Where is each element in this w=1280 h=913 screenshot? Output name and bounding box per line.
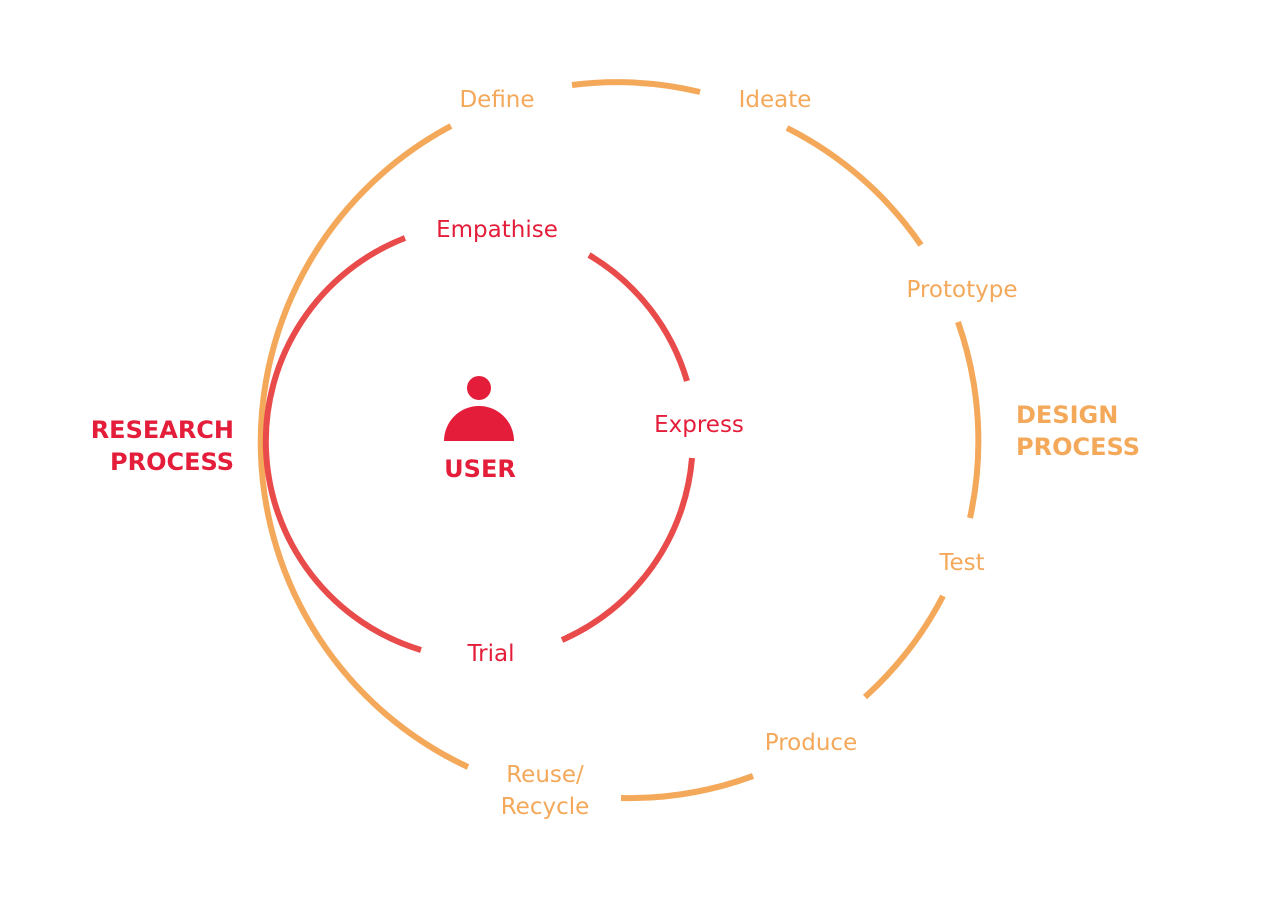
- stage-define-label: Define: [459, 87, 534, 113]
- stage-empathise-label: Empathise: [436, 217, 558, 243]
- stage-reuse-label: Reuse/: [506, 762, 584, 788]
- design-ring-arc-produce-reuse: [620, 773, 755, 802]
- design-ring-arc-test-produce: [862, 594, 946, 700]
- design-process-title: DESIGN PROCESS: [1016, 401, 1140, 461]
- design-ring-arc-reuse-define: [257, 123, 470, 770]
- design-ring-arc-prototype-test: [955, 321, 982, 519]
- research-ring-arc-empathise-express: [587, 252, 690, 382]
- research-ring-arc-trial-empathise: [262, 235, 422, 653]
- research-process-line2: PROCESS: [110, 448, 234, 476]
- research-process-title: RESEARCH PROCESS: [91, 416, 234, 476]
- stage-ideate-label: Ideate: [739, 87, 812, 113]
- stage-prototype-label: Prototype: [907, 277, 1018, 303]
- design-ring-arc-ideate-prototype: [785, 125, 924, 247]
- stage-recycle-label: Recycle: [501, 794, 590, 820]
- design-process-line1: DESIGN: [1016, 401, 1118, 429]
- user-icon-head: [467, 376, 491, 400]
- stage-express-label: Express: [654, 412, 744, 438]
- research-process-ring: [262, 235, 695, 653]
- design-ring-arc-define-ideate: [571, 79, 701, 95]
- stage-test-label: Test: [938, 550, 984, 576]
- design-process-line2: PROCESS: [1016, 433, 1140, 461]
- stage-trial-label: Trial: [467, 641, 515, 667]
- design-process-ring: [257, 79, 982, 802]
- user-icon-body: [444, 406, 514, 441]
- research-ring-arc-express-trial: [560, 457, 695, 643]
- stage-produce-label: Produce: [765, 730, 857, 756]
- user-label: USER: [444, 455, 516, 483]
- user-icon: [444, 376, 514, 441]
- research-process-line1: RESEARCH: [91, 416, 234, 444]
